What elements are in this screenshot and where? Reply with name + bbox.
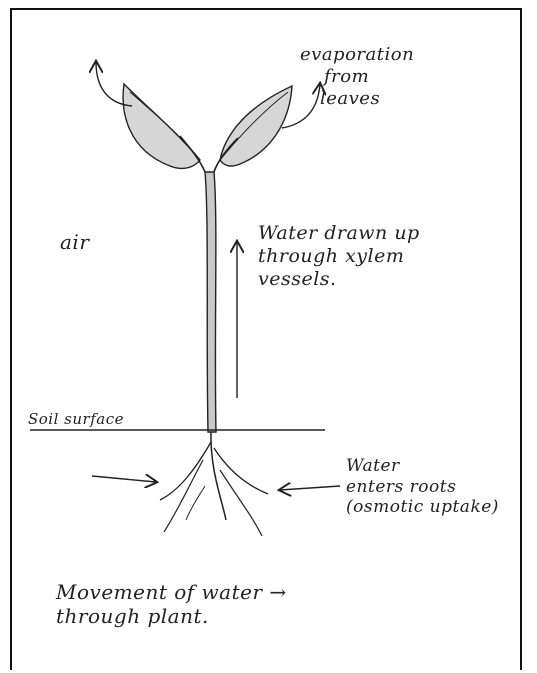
stem — [205, 172, 216, 432]
evaporation-line-1: evaporation — [300, 44, 414, 66]
root-right-2 — [220, 470, 262, 536]
root-left-2 — [164, 460, 203, 532]
xylem-line-1: Water drawn up — [258, 222, 420, 245]
roots-line-1: Water — [346, 456, 499, 477]
evaporation-line-2: from — [300, 66, 414, 88]
soil-surface-label: Soil surface — [28, 410, 124, 428]
movement-line-2: through plant. — [56, 604, 287, 628]
evaporation-label: evaporation from leaves — [300, 44, 414, 110]
air-label: air — [60, 230, 89, 254]
xylem-label: Water drawn up through xylem vessels. — [258, 222, 420, 292]
roots-line-3: (osmotic uptake) — [346, 497, 499, 518]
movement-line-1: Movement of water → — [56, 580, 287, 604]
roots-label: Water enters roots (osmotic uptake) — [346, 456, 499, 518]
roots-arrow-right — [280, 486, 340, 490]
root-left — [160, 442, 211, 500]
root-tiny — [186, 486, 205, 520]
xylem-line-3: vessels. — [258, 268, 420, 291]
xylem-line-2: through xylem — [258, 245, 420, 268]
roots-line-2: enters roots — [346, 477, 499, 498]
root-right — [214, 448, 268, 494]
movement-label: Movement of water → through plant. — [56, 580, 287, 629]
roots-arrow-left — [92, 476, 156, 482]
evaporation-line-3: leaves — [300, 88, 414, 110]
